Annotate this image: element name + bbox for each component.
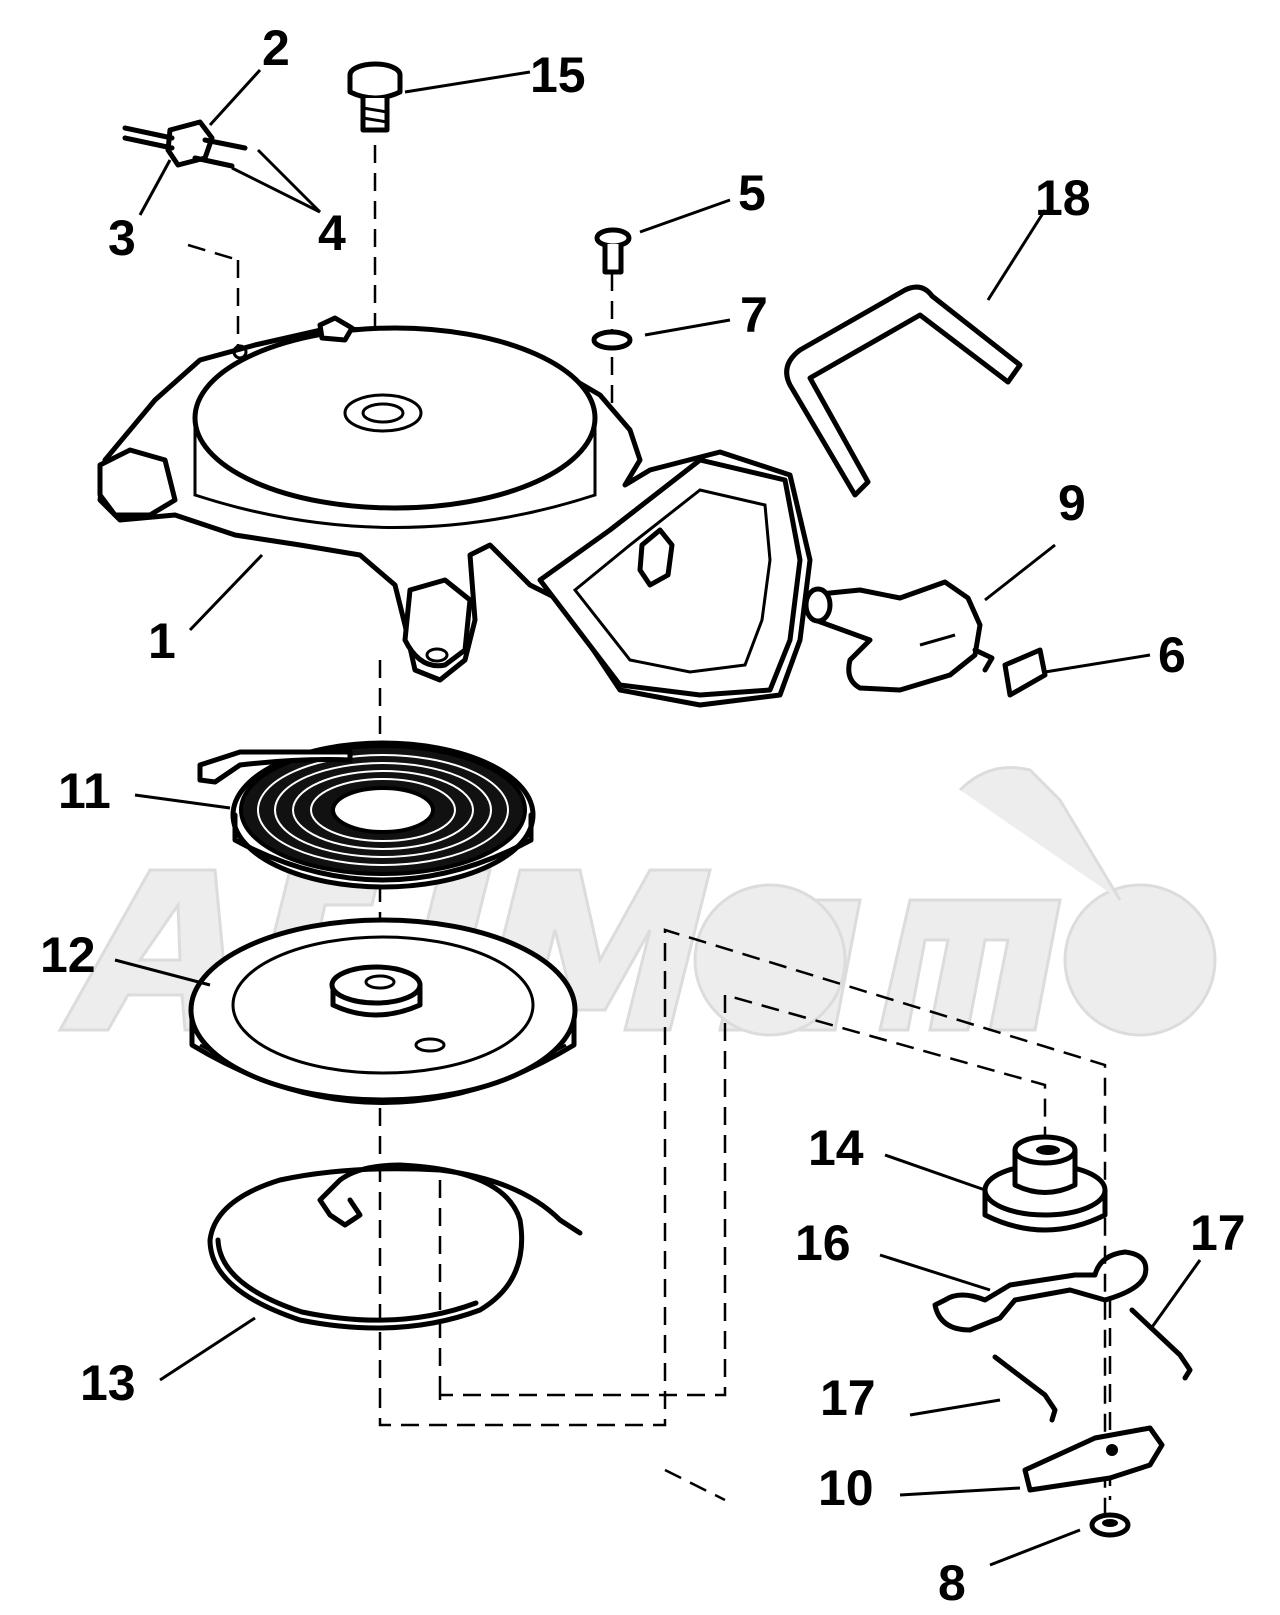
part-8-clip <box>1089 1512 1131 1538</box>
part-9-handle <box>803 579 983 693</box>
callout-8: 8 <box>938 1555 966 1611</box>
part-2-pin-block <box>122 119 248 169</box>
callout-labels: 2 15 5 18 4 3 7 9 1 6 11 12 14 17 16 13 … <box>40 20 1246 1611</box>
callout-17-left: 17 <box>820 1370 876 1426</box>
part-16-spring-plate <box>932 1249 1149 1333</box>
leader-lines <box>114 68 1202 1567</box>
part-6-insert <box>972 647 1048 698</box>
watermark-logo <box>57 766 1217 1037</box>
callout-1: 1 <box>148 613 176 669</box>
callout-7: 7 <box>740 287 768 343</box>
part-11-spring <box>197 740 536 890</box>
part-17-spring-left <box>992 1354 1058 1423</box>
part-13-rope <box>207 1162 583 1331</box>
part-15-screw <box>347 61 403 133</box>
callout-2: 2 <box>262 20 290 76</box>
part-12-pulley <box>188 917 578 1105</box>
callout-11: 11 <box>58 763 111 819</box>
part-10-pawl <box>1022 1425 1165 1493</box>
callout-18: 18 <box>1035 170 1091 226</box>
part-18-bracket <box>784 284 1023 498</box>
callout-17-right: 17 <box>1190 1205 1246 1261</box>
part-14-bushing <box>982 1134 1108 1233</box>
callout-9: 9 <box>1058 475 1086 531</box>
callout-6: 6 <box>1158 627 1186 683</box>
callout-16: 16 <box>795 1215 851 1271</box>
callout-14: 14 <box>808 1120 864 1176</box>
callout-13: 13 <box>80 1355 136 1411</box>
callout-12: 12 <box>40 927 96 983</box>
part-1-starter-housing <box>97 315 813 708</box>
callout-15: 15 <box>530 47 586 103</box>
callout-3: 3 <box>108 210 136 266</box>
part-7-washer <box>591 329 633 351</box>
callout-10: 10 <box>818 1460 874 1516</box>
callout-4: 4 <box>318 205 346 261</box>
part-17-spring-right <box>1129 1307 1193 1381</box>
part-5-screw <box>594 227 632 275</box>
callout-5: 5 <box>738 165 766 221</box>
